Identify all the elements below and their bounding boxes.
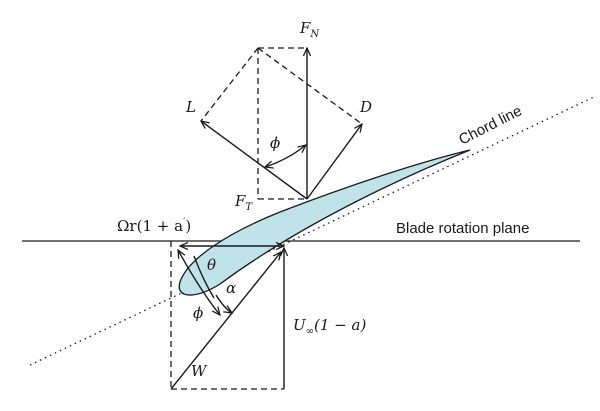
phi-arc-bottom — [178, 250, 220, 315]
chord-line-label: Chord line — [456, 102, 525, 148]
axial-velocity-label: U∞(1 − a) — [293, 316, 366, 337]
relative-velocity-vector — [170, 252, 281, 390]
lift-vector — [201, 121, 308, 200]
blade-rotation-plane-label: Blade rotation plane — [396, 220, 529, 237]
normal-force-label: FN — [299, 19, 320, 40]
force-construction-lines — [200, 47, 363, 200]
velocity-construction-lines — [170, 241, 284, 390]
force-vectors — [201, 48, 362, 200]
alpha-arc — [215, 294, 232, 313]
theta-label: θ — [207, 256, 216, 274]
lift-label: L — [185, 98, 196, 116]
alpha-label: α — [226, 279, 236, 297]
phi-bottom-label: ϕ — [193, 304, 203, 322]
drag-label: D — [359, 98, 372, 116]
rotation-speed-label: Ωr(1 + a′) — [117, 217, 191, 235]
drag-vector — [306, 124, 362, 200]
phi-top-label: ϕ — [270, 134, 280, 152]
phi-arc-top — [265, 145, 306, 167]
velocity-vectors — [170, 246, 284, 390]
relative-velocity-label: W — [191, 362, 208, 380]
tangential-force-label: FT — [234, 192, 253, 213]
